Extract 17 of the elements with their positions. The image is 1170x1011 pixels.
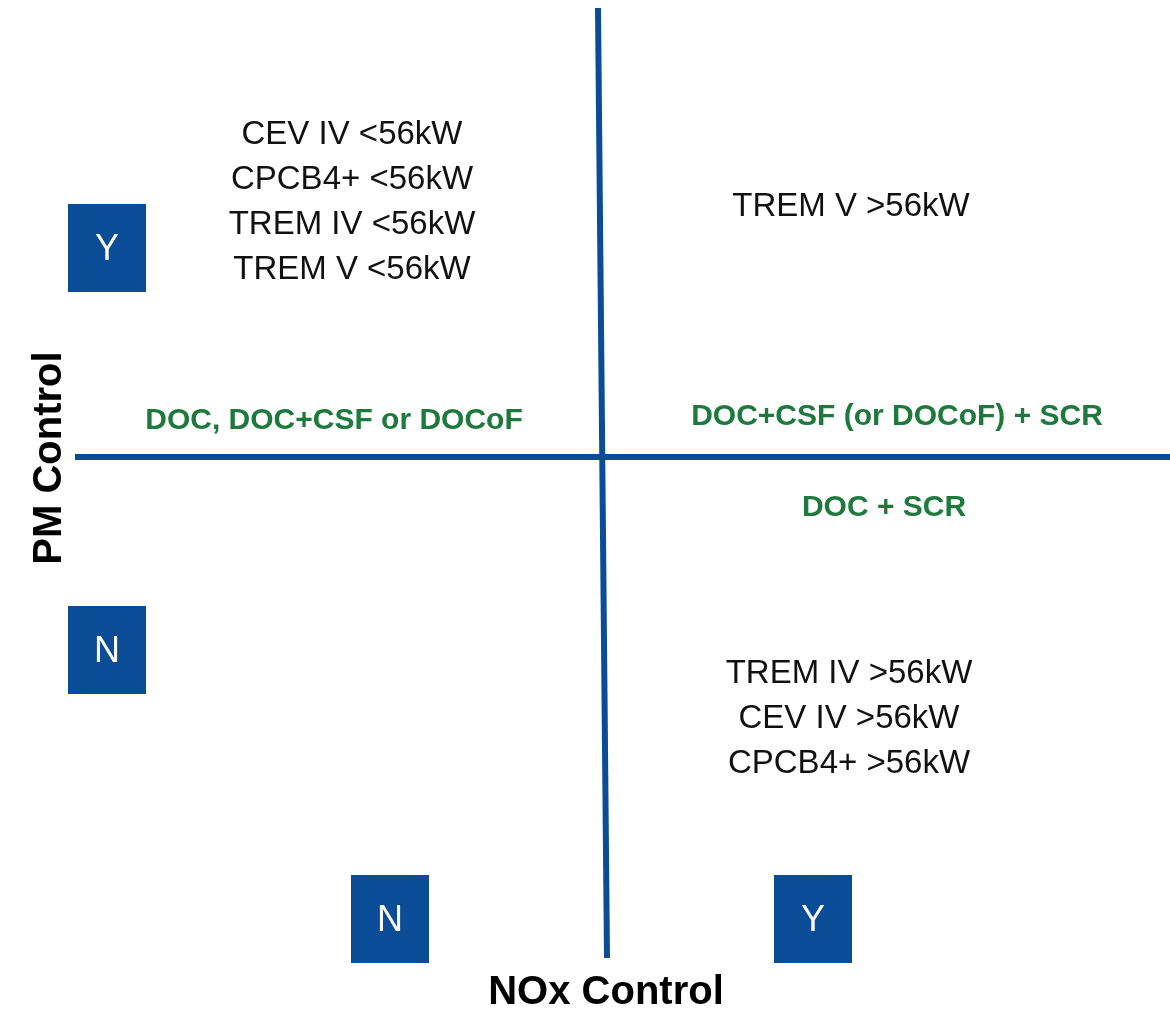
axis-title: PM Control <box>25 351 69 565</box>
standard-label: CPCB4+ <56kW <box>230 159 474 197</box>
standard-label: TREM IV >56kW <box>725 653 973 691</box>
standard-label: CEV IV >56kW <box>738 698 960 736</box>
axis-title: NOx Control <box>488 968 724 1011</box>
technology-label: DOC, DOC+CSF or DOCoF <box>145 401 523 435</box>
standard-label: TREM V >56kW <box>732 186 970 224</box>
standard-label: CEV IV <56kW <box>241 114 463 152</box>
technology-label: DOC+CSF (or DOCoF) + SCR <box>691 397 1103 431</box>
quadrant-marker-box: N <box>68 606 146 694</box>
quadrant-marker-box: Y <box>774 875 852 963</box>
technology-label: DOC + SCR <box>801 488 967 522</box>
standard-label: CPCB4+ >56kW <box>727 743 971 781</box>
quadrant-marker-box: N <box>351 875 429 963</box>
standard-label: TREM V <56kW <box>233 249 471 287</box>
quadrant-marker-box: Y <box>68 204 146 292</box>
standard-label: TREM IV <56kW <box>228 204 476 242</box>
